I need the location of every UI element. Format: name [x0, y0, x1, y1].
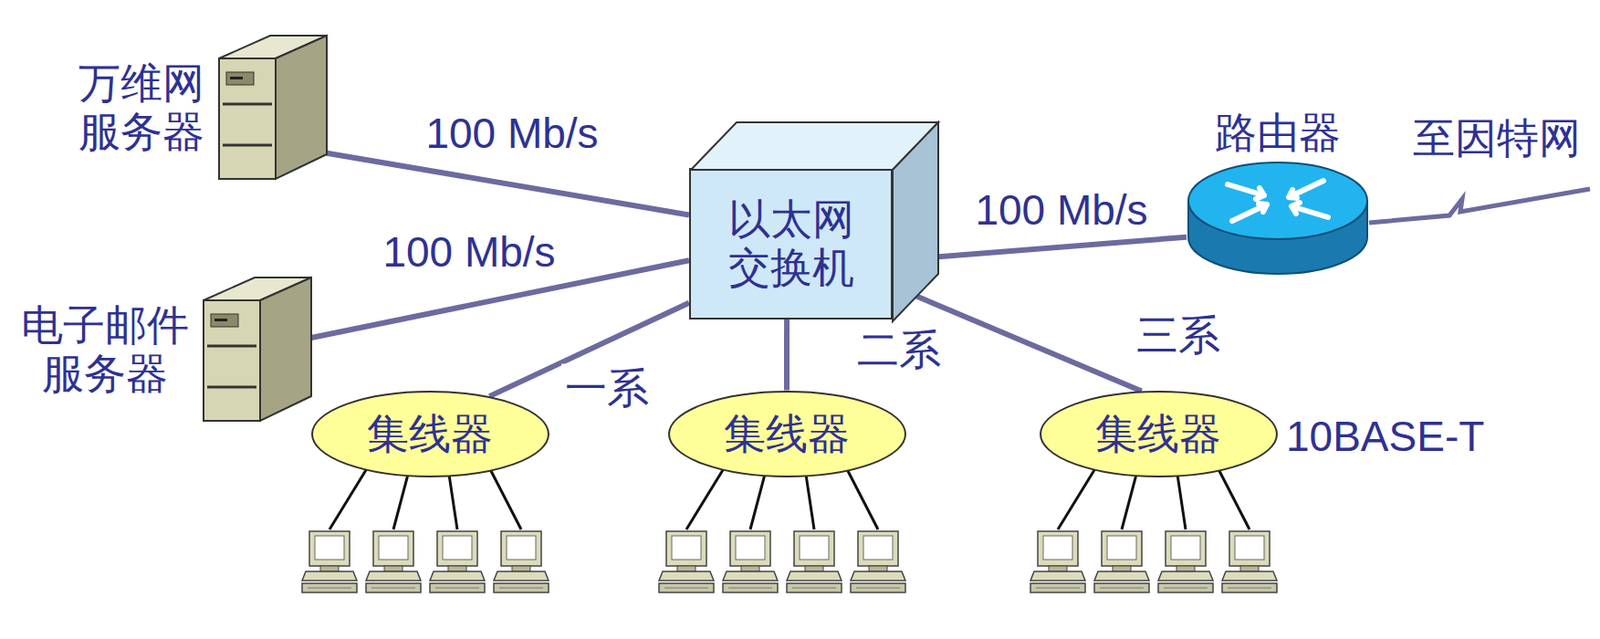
node-text: 集线器: [1095, 409, 1222, 459]
host-link: [686, 468, 724, 530]
pc-icon: [722, 531, 778, 593]
pc-icon: [366, 531, 421, 593]
hub-node: 集线器: [668, 390, 907, 478]
node-text: 电子邮件 服务器: [20, 301, 189, 398]
pc-icon: [850, 531, 906, 593]
host-link: [847, 469, 879, 530]
pc-icon: [1222, 531, 1277, 593]
switch-node: 以太网 交换机: [689, 167, 893, 320]
annotation: 至因特网: [1412, 114, 1581, 163]
pc-icon: [1094, 531, 1150, 593]
server-label: 电子邮件 服务器: [20, 301, 189, 398]
node-text: 集线器: [723, 409, 850, 459]
server-node: 电子邮件 服务器: [20, 277, 312, 421]
node-text: 集线器: [366, 409, 493, 459]
pc-icon: [786, 531, 842, 593]
host-link: [449, 474, 458, 530]
link-label: 二系: [853, 325, 945, 375]
link-line: [326, 153, 690, 216]
internet-link: [1369, 188, 1590, 223]
pc-icon: [493, 531, 549, 593]
server-node: 万维网 服务器: [78, 35, 327, 179]
link-label: 一系: [561, 364, 653, 413]
link-line: [784, 319, 790, 391]
pc-icon: [658, 531, 714, 593]
annotation: 10BASE-T: [1286, 412, 1485, 461]
host-link: [329, 468, 367, 530]
host-link: [1177, 474, 1186, 530]
node-text: 路由器: [1214, 108, 1341, 157]
link-label: 三系: [1132, 311, 1224, 360]
node-text: 万维网 服务器: [78, 59, 205, 157]
router-node: 路由器: [1186, 108, 1370, 277]
pc-icon: [429, 531, 485, 593]
server-icon: [219, 35, 327, 179]
host-link: [1218, 469, 1250, 530]
link-label: 100 Mb/s: [971, 186, 1151, 235]
host-link: [1121, 474, 1137, 530]
link-label: 100 Mb/s: [378, 228, 559, 277]
host-link: [1057, 468, 1096, 530]
hub-node: 集线器: [311, 390, 550, 478]
host-link: [805, 474, 815, 530]
node-text: 以太网 交换机: [728, 195, 855, 293]
router-icon: [1186, 156, 1370, 277]
server-label: 万维网 服务器: [78, 59, 205, 157]
hub-node: 集线器: [1039, 390, 1278, 478]
host-link: [393, 474, 408, 530]
host-link: [750, 474, 765, 530]
pc-icon: [1158, 531, 1214, 593]
host-link: [490, 469, 522, 530]
pc-icon: [1030, 531, 1086, 593]
link-label: 100 Mb/s: [421, 109, 602, 158]
server-icon: [203, 277, 312, 421]
pc-icon: [302, 531, 357, 593]
